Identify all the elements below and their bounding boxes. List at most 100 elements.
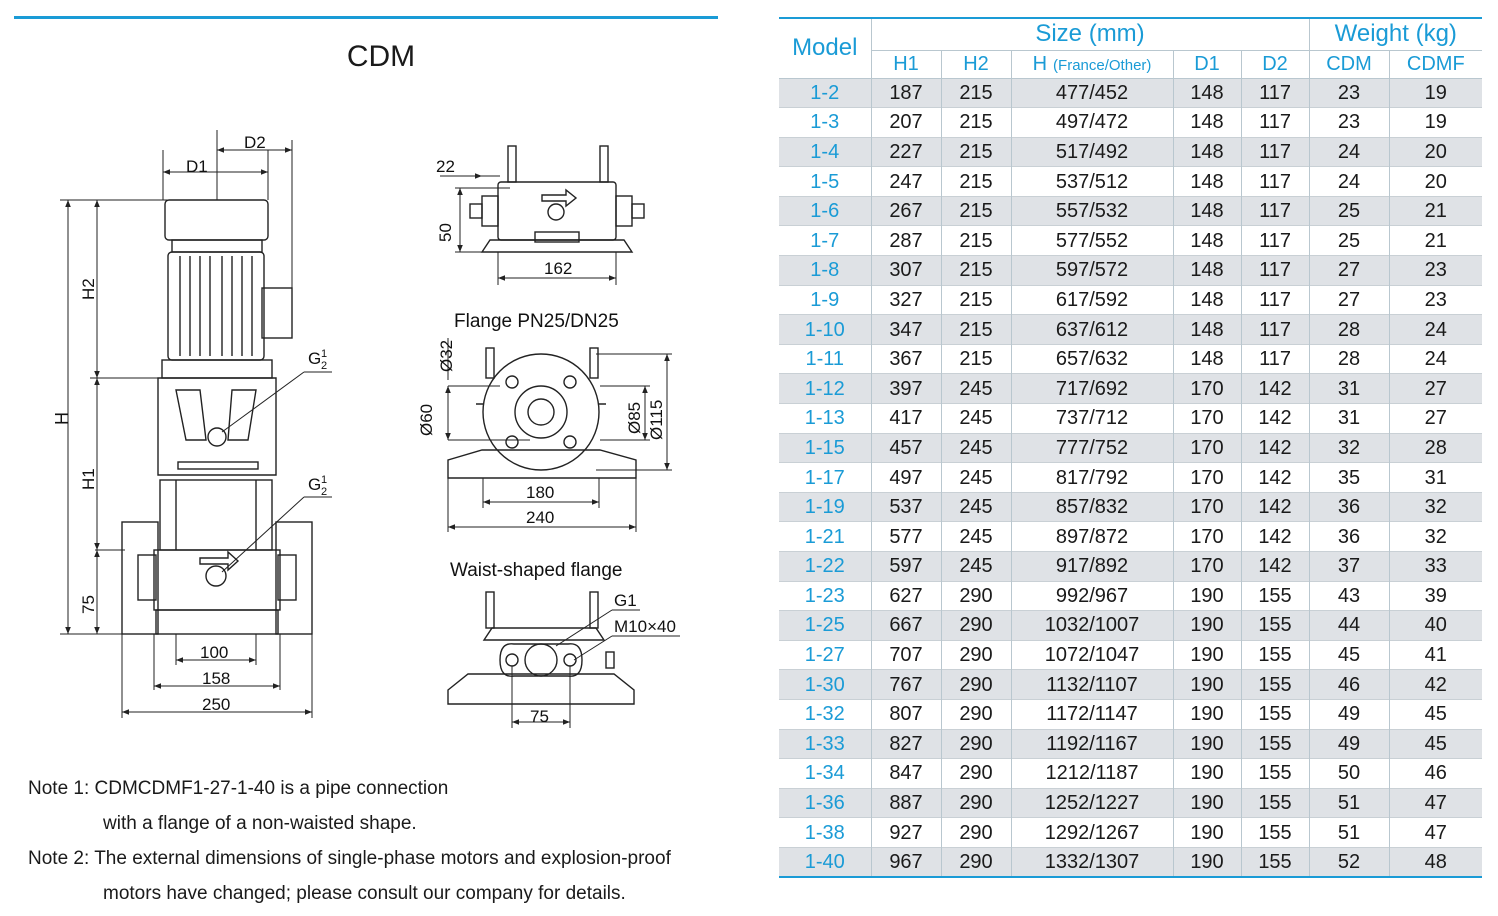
label-d2: D2: [244, 133, 266, 152]
cell-cdmf: 19: [1388, 107, 1483, 138]
cell-model: 1-36: [779, 788, 871, 818]
cell-d1: 148: [1172, 255, 1241, 286]
label-180: 180: [526, 483, 554, 502]
cell-h: 1252/1227: [1010, 788, 1173, 818]
cell-h2: 215: [940, 196, 1011, 226]
cell-d2: 155: [1240, 699, 1310, 730]
cell-d1: 170: [1172, 521, 1241, 552]
cell-cdmf: 32: [1388, 521, 1483, 552]
cell-h1: 397: [870, 373, 941, 404]
cell-model: 1-13: [779, 403, 871, 434]
cell-cdmf: 20: [1388, 166, 1483, 197]
header-h2: H2: [940, 50, 1011, 78]
cell-d1: 148: [1172, 137, 1241, 167]
cell-h2: 290: [940, 729, 1011, 759]
cell-h2: 215: [940, 344, 1011, 374]
cell-h1: 187: [870, 78, 941, 108]
cell-h2: 290: [940, 699, 1011, 730]
cell-cdmf: 40: [1388, 610, 1483, 641]
cell-h: 637/612: [1010, 314, 1173, 345]
cell-cdmf: 41: [1388, 640, 1483, 670]
cell-d1: 190: [1172, 581, 1241, 611]
cell-h1: 627: [870, 581, 941, 611]
cell-h: 657/632: [1010, 344, 1173, 374]
header-h1: H1: [870, 50, 941, 78]
cell-cdmf: 21: [1388, 196, 1483, 226]
spec-table: Model Size (mm) Weight (kg) H1 H2 H(Fran…: [779, 17, 1483, 878]
cell-cdmf: 20: [1388, 137, 1483, 167]
cell-d2: 117: [1240, 196, 1310, 226]
header-h: H(France/Other): [1010, 50, 1173, 78]
label-162: 162: [544, 259, 572, 278]
cell-cdm: 27: [1308, 255, 1390, 286]
cell-h: 737/712: [1010, 403, 1173, 434]
cell-d1: 148: [1172, 166, 1241, 197]
cell-d2: 117: [1240, 255, 1310, 286]
cell-h2: 290: [940, 817, 1011, 848]
cell-cdmf: 48: [1388, 847, 1483, 878]
cell-cdm: 25: [1308, 196, 1390, 226]
cell-h2: 215: [940, 166, 1011, 197]
cell-h2: 215: [940, 314, 1011, 345]
cell-h2: 290: [940, 640, 1011, 670]
header-weight: Weight (kg): [1308, 18, 1483, 51]
cell-cdm: 24: [1308, 166, 1390, 197]
cell-h1: 667: [870, 610, 941, 641]
cell-cdmf: 32: [1388, 492, 1483, 522]
cell-model: 1-34: [779, 758, 871, 789]
header-size: Size (mm): [870, 18, 1310, 51]
cell-cdm: 24: [1308, 137, 1390, 167]
cell-d2: 117: [1240, 314, 1310, 345]
cell-h: 1292/1267: [1010, 817, 1173, 848]
cell-d1: 190: [1172, 640, 1241, 670]
cell-d1: 170: [1172, 462, 1241, 493]
header-d1: D1: [1172, 50, 1241, 78]
cell-h2: 215: [940, 285, 1011, 315]
label-h: H: [52, 412, 72, 425]
cell-h: 1332/1307: [1010, 847, 1173, 878]
cell-cdmf: 47: [1388, 817, 1483, 848]
cell-cdm: 25: [1308, 225, 1390, 256]
cell-h2: 245: [940, 373, 1011, 404]
cell-h1: 327: [870, 285, 941, 315]
cell-d2: 142: [1240, 403, 1310, 434]
label-d85: Ø85: [625, 402, 644, 434]
cell-cdm: 27: [1308, 285, 1390, 315]
cell-cdmf: 24: [1388, 314, 1483, 345]
label-22: 22: [436, 157, 455, 176]
label-100: 100: [200, 643, 228, 662]
cell-model: 1-38: [779, 817, 871, 848]
cell-h1: 767: [870, 669, 941, 700]
cell-h1: 457: [870, 433, 941, 463]
cell-model: 1-7: [779, 225, 871, 256]
cell-cdmf: 27: [1388, 373, 1483, 404]
label-d115: Ø115: [647, 400, 666, 440]
cell-h1: 367: [870, 344, 941, 374]
label-frac-num-bottom: 1: [321, 474, 327, 486]
cell-h: 857/832: [1010, 492, 1173, 522]
label-frac-den-bottom: 2: [321, 486, 327, 498]
header-h-label: H: [1032, 53, 1048, 75]
note-1-line-2: with a flange of a non-waisted shape.: [103, 813, 417, 834]
cell-h: 1032/1007: [1010, 610, 1173, 641]
cell-cdm: 51: [1308, 817, 1390, 848]
cell-cdmf: 46: [1388, 758, 1483, 789]
top-view: [469, 145, 645, 253]
cell-h2: 215: [940, 137, 1011, 167]
cell-cdmf: 39: [1388, 581, 1483, 611]
cell-d2: 117: [1240, 107, 1310, 138]
cell-h2: 215: [940, 107, 1011, 138]
cell-d2: 142: [1240, 462, 1310, 493]
cell-model: 1-19: [779, 492, 871, 522]
cell-h1: 417: [870, 403, 941, 434]
cell-d1: 148: [1172, 225, 1241, 256]
cell-model: 1-23: [779, 581, 871, 611]
cell-h: 537/512: [1010, 166, 1173, 197]
page-title: CDM: [346, 40, 416, 73]
cell-h: 1072/1047: [1010, 640, 1173, 670]
